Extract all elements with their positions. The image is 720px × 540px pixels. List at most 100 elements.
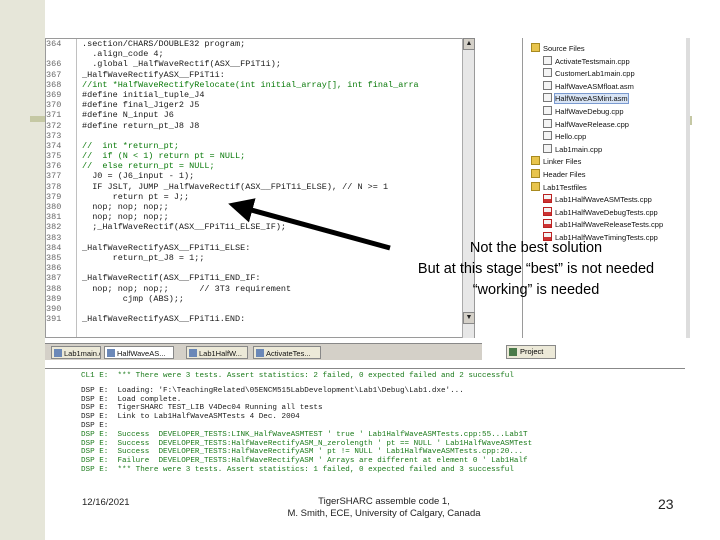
tree-file[interactable]: Hello.cpp xyxy=(543,131,586,142)
footer-credit: TigerSHARC assemble code 1, M. Smith, EC… xyxy=(270,496,498,520)
editor-tab[interactable]: ActivateTes... xyxy=(253,346,321,359)
output-line: DSP E: Success DEVELOPER_TESTS:LINK_Half… xyxy=(81,430,528,439)
code-text: #define initial_tuple_J4 xyxy=(82,89,205,100)
folder-icon xyxy=(531,181,540,191)
output-line: DSP E: Success DEVELOPER_TESTS:HalfWaveR… xyxy=(81,439,533,448)
line-number: 371 xyxy=(46,110,62,121)
file-icon xyxy=(543,143,552,153)
tree-folder[interactable]: Source Files xyxy=(531,43,585,54)
page-number: 23 xyxy=(658,496,674,512)
output-line: DSP E: Link to Lab1HalfWaveASMTests 4 De… xyxy=(81,413,300,422)
folder-icon xyxy=(531,156,540,166)
line-number: 385 xyxy=(46,252,62,263)
file-tree-scrollbar[interactable] xyxy=(686,38,690,338)
scroll-down-icon[interactable]: ▼ xyxy=(463,312,475,324)
code-text: #define return_pt_J8 J8 xyxy=(82,120,200,131)
code-text: ;_HalfWaveRectif(ASX__FPiT1i_ELSE_IF); xyxy=(82,222,287,233)
tree-item-label: Lab1main.cpp xyxy=(555,144,603,154)
tree-item-label: Lab1Testfiles xyxy=(543,182,587,192)
code-line: 378 IF JSLT, JUMP _HalfWaveRectif(ASX__F… xyxy=(46,182,474,192)
code-line: 370#define final_J1ger2 J5 xyxy=(46,100,474,110)
code-editor[interactable]: 364 .section/CHARS/DOUBLE32 program; .ali… xyxy=(45,38,475,338)
editor-tab[interactable]: Lab1main.cpp xyxy=(51,346,101,359)
project-icon xyxy=(509,348,517,356)
output-line: DSP E: *** There were 3 tests. Assert st… xyxy=(81,465,514,474)
line-number: 368 xyxy=(46,79,62,90)
file-icon xyxy=(256,349,264,357)
tree-file[interactable]: ActivateTestsmain.cpp xyxy=(543,55,630,67)
line-number: 383 xyxy=(46,232,62,243)
line-number: 382 xyxy=(46,222,62,233)
code-text: // int *return_pt; xyxy=(82,140,179,151)
file-icon xyxy=(543,232,552,241)
line-number: 373 xyxy=(46,130,62,141)
tree-item-label: Linker Files xyxy=(543,157,582,167)
callout-line-3: “working” is needed xyxy=(472,282,600,298)
code-line: 380 nop; nop; nop;; xyxy=(46,202,474,212)
tree-folder[interactable]: Linker Files xyxy=(531,156,581,167)
tree-file[interactable]: HalfWaveRelease.cpp xyxy=(543,118,629,130)
project-tab[interactable]: Project xyxy=(506,345,556,359)
code-text: _HalfWaveRectifyASX__FPiT1i.END: xyxy=(82,314,246,325)
line-number: 380 xyxy=(46,202,62,212)
file-icon xyxy=(189,349,197,357)
editor-vertical-scrollbar[interactable]: ▲ ▼ xyxy=(462,38,475,338)
code-line: 383 xyxy=(46,233,474,243)
line-number: 376 xyxy=(46,161,62,172)
file-icon xyxy=(543,80,552,90)
line-number: 364 xyxy=(46,39,62,49)
tree-file[interactable]: Lab1main.cpp xyxy=(543,143,603,155)
tree-item-label: Lab1HalfWaveReleaseTests.cpp xyxy=(555,220,664,230)
tab-label: Lab1main.cpp xyxy=(64,349,100,358)
file-icon xyxy=(543,206,552,216)
file-icon xyxy=(543,219,552,229)
folder-icon xyxy=(531,43,540,52)
editor-tab[interactable]: Lab1HalfW... xyxy=(186,346,248,359)
tree-folder[interactable]: Lab1Testfiles xyxy=(531,181,587,193)
code-text: _HalfWaveRectifyASX__FPiT1i: xyxy=(82,69,225,80)
decorative-bar-left xyxy=(30,116,50,122)
file-icon xyxy=(543,131,552,141)
tree-file[interactable]: CustomerLab1main.cpp xyxy=(543,68,635,79)
line-number: 390 xyxy=(46,303,62,314)
editor-tab[interactable]: HalfWaveAS... xyxy=(104,346,174,359)
code-text: #define N_input J6 xyxy=(82,110,174,121)
code-line: 377 J0 = (J6_input - 1); xyxy=(46,171,474,181)
code-text: .align_code 4; xyxy=(82,49,164,60)
code-line: 385 return_pt_J8 = 1;; xyxy=(46,253,474,263)
output-line: DSP E: Load complete. xyxy=(81,395,182,404)
line-number: 387 xyxy=(46,273,62,284)
code-line: 386 xyxy=(46,263,474,273)
output-line: DSP E: Success DEVELOPER_TESTS:HalfWaveR… xyxy=(81,448,524,457)
line-number: 389 xyxy=(46,293,62,304)
tree-folder[interactable]: Header Files xyxy=(531,169,586,180)
tree-item-label: HalfWaveASMfloat.asm xyxy=(555,81,634,91)
tree-file[interactable]: Lab1HalfWaveDebugTests.cpp xyxy=(543,206,658,218)
tree-file[interactable]: Lab1HalfWaveReleaseTests.cpp xyxy=(543,219,663,230)
output-window[interactable]: CL1 E: *** There were 3 tests. Assert st… xyxy=(45,368,685,486)
code-line: 382 ;_HalfWaveRectif(ASX__FPiT1i_ELSE_IF… xyxy=(46,222,474,232)
code-text: nop; nop; nop;; xyxy=(82,212,169,223)
code-text: //int *HalfWaveRectifyRelocate(int initi… xyxy=(82,79,419,90)
code-text: return_pt_J8 = 1;; xyxy=(82,252,205,263)
code-text: .section/CHARS/DOUBLE32 program; xyxy=(82,39,246,49)
decorative-sidebar xyxy=(0,0,45,540)
tree-file[interactable]: HalfWaveDebug.cpp xyxy=(543,106,624,117)
line-number: 388 xyxy=(46,283,62,294)
code-line: 367 _HalfWaveRectifyASX__FPiT1i: xyxy=(46,70,474,80)
code-text: _HalfWaveRectifyASX__FPiT1i_ELSE: xyxy=(82,242,251,253)
line-number: 378 xyxy=(46,181,62,192)
code-text: nop; nop; nop;; // 3T3 requirement xyxy=(82,283,292,294)
scroll-up-icon[interactable]: ▲ xyxy=(463,38,475,50)
tree-file[interactable]: Lab1HalfWaveTimingTests.cpp xyxy=(543,232,658,243)
code-line: 369#define initial_tuple_J4 xyxy=(46,90,474,100)
tree-file[interactable]: HalfWaveASMfloat.asm xyxy=(543,80,634,92)
line-number: 374 xyxy=(46,140,62,151)
code-line: 379 return pt = J;; xyxy=(46,192,474,202)
tree-file[interactable]: HalfWaveASMint.asm xyxy=(543,93,629,105)
code-text: // if (N < 1) return pt = NULL; xyxy=(82,151,246,162)
line-number: 372 xyxy=(46,120,62,131)
tree-file[interactable]: Lab1HalfWaveASMTests.cpp xyxy=(543,194,652,205)
line-number: 367 xyxy=(46,69,62,80)
